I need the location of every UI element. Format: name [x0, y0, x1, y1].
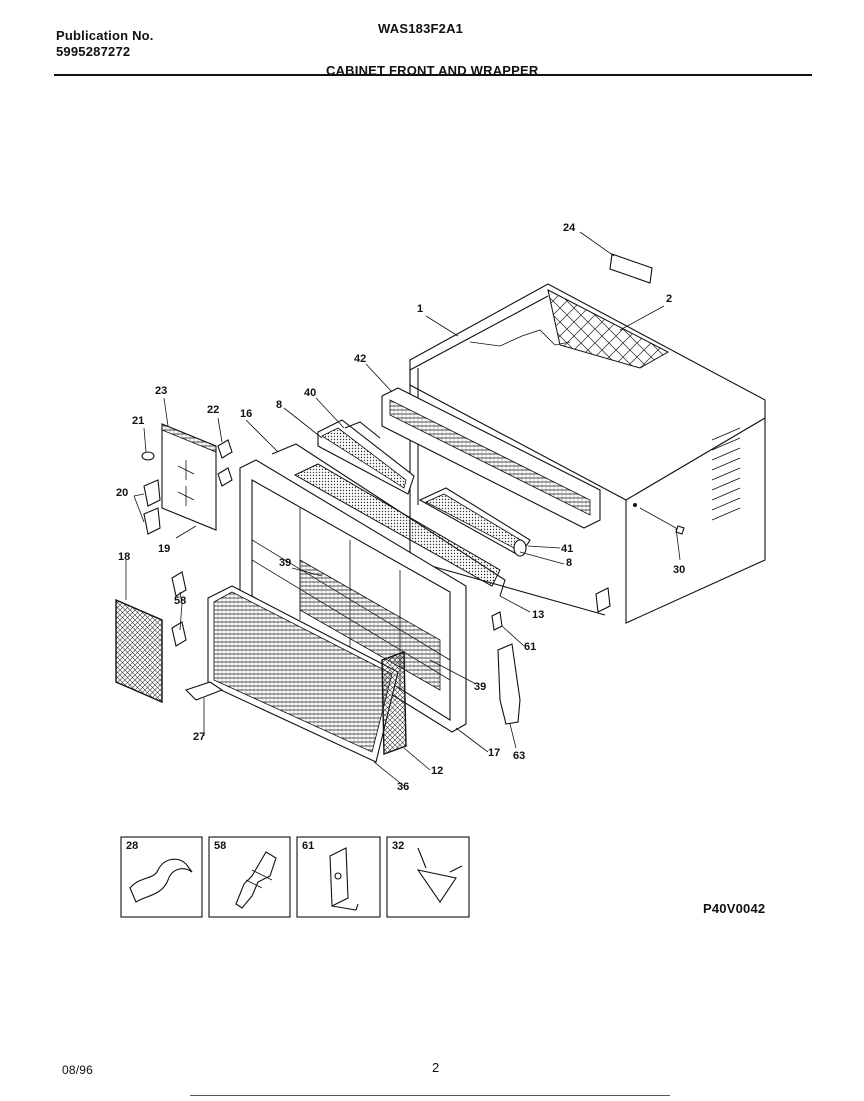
- callout-18: 18: [118, 551, 130, 563]
- publication-label: Publication No.: [56, 28, 154, 43]
- drawing-code: P40V0042: [703, 901, 766, 916]
- detail-box-61: 61: [296, 836, 381, 918]
- side-louvers: [711, 427, 741, 521]
- footer-date: 08/96: [62, 1063, 94, 1077]
- filter-left: [115, 598, 163, 704]
- callout-61: 61: [524, 641, 536, 653]
- handle-bracket: [497, 643, 521, 725]
- callout-19: 19: [158, 543, 170, 555]
- callout-36: 36: [397, 781, 409, 793]
- callout-1: 1: [417, 303, 423, 315]
- svg-text:28: 28: [126, 840, 138, 852]
- callout-58: 58: [174, 595, 186, 607]
- svg-text:61: 61: [302, 840, 314, 852]
- callout-23: 23: [155, 385, 167, 397]
- callout-24: 24: [563, 222, 576, 234]
- leader-lines: [125, 231, 681, 787]
- callout-30: 30: [673, 564, 685, 576]
- side-panel: [141, 423, 233, 535]
- callout-17: 17: [488, 747, 500, 759]
- publication-number: 5995287272: [56, 44, 131, 59]
- air-deflector-lower: [418, 487, 531, 557]
- clip-left-upper: [171, 571, 187, 597]
- clip-left-lower: [171, 621, 187, 647]
- callout-22: 22: [207, 404, 219, 416]
- callout-42: 42: [354, 353, 366, 365]
- callout-2: 2: [666, 293, 672, 305]
- front-frame: [239, 459, 467, 733]
- callout-41: 41: [561, 543, 573, 555]
- callout-20: 20: [116, 487, 128, 499]
- filter-right: [381, 651, 407, 755]
- callout-8-upper: 8: [276, 399, 282, 411]
- bottom-rule: [190, 1095, 670, 1096]
- svg-text:32: 32: [392, 840, 404, 852]
- detail-box-32: 32: [386, 836, 470, 918]
- page-number: 2: [432, 1060, 440, 1075]
- callout-12: 12: [431, 765, 443, 777]
- detail-box-28: 28: [120, 836, 203, 918]
- callout-8-lower: 8: [566, 557, 572, 569]
- louver-assembly: [381, 387, 601, 529]
- deflector-assembly: [317, 419, 415, 495]
- front-grille: [184, 585, 399, 763]
- label-plate: [609, 253, 653, 284]
- callout-40: 40: [304, 387, 316, 399]
- callout-39-upper: 39: [279, 557, 291, 569]
- model-number: WAS183F2A1: [378, 21, 464, 36]
- svg-text:58: 58: [214, 840, 226, 852]
- filter-coil: [293, 463, 501, 587]
- support-strap: [595, 587, 611, 613]
- detail-box-58: 58: [208, 836, 291, 918]
- header-rule: [54, 74, 812, 76]
- screw: [675, 525, 685, 535]
- callout-16: 16: [240, 408, 252, 420]
- callout-21: 21: [132, 415, 144, 427]
- callout-63: 63: [513, 750, 525, 762]
- callout-13: 13: [532, 609, 544, 621]
- clip: [491, 611, 503, 631]
- callout-27: 27: [193, 731, 205, 743]
- callout-39-lower: 39: [474, 681, 486, 693]
